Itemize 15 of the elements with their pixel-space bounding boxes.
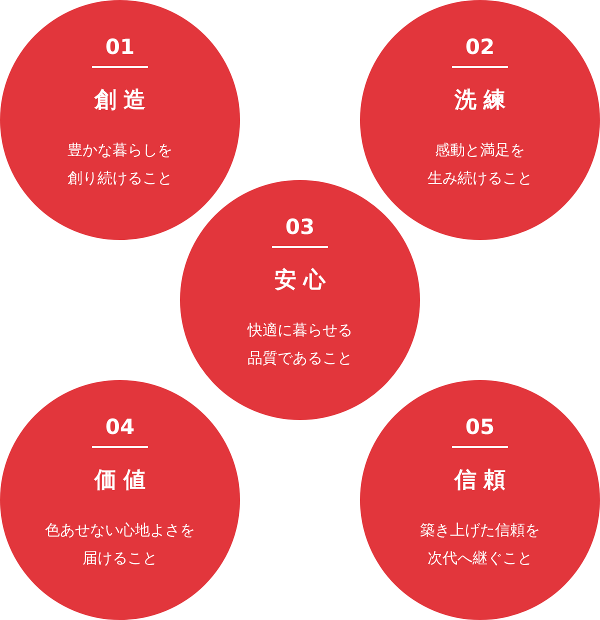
title: 洗練 (454, 87, 512, 115)
number-label: 01 (105, 34, 135, 60)
title: 安心 (274, 266, 332, 295)
description: 築き上げた信頼を次代へ継ぐこと (420, 520, 540, 569)
number-label: 04 (105, 414, 135, 440)
title: 創造 (94, 87, 152, 115)
description: 感動と満足を生み続けること (428, 140, 532, 189)
title: 信頼 (454, 467, 512, 495)
description: 色あせない心地よさを届けること (45, 520, 195, 569)
description: 快適に暮らせる品質であること (248, 320, 352, 369)
title: 価値 (94, 467, 152, 495)
number-label: 03 (285, 214, 315, 240)
description: 豊かな暮らしを創り続けること (68, 140, 172, 189)
number-label: 05 (465, 414, 495, 440)
number-label: 02 (465, 34, 495, 60)
